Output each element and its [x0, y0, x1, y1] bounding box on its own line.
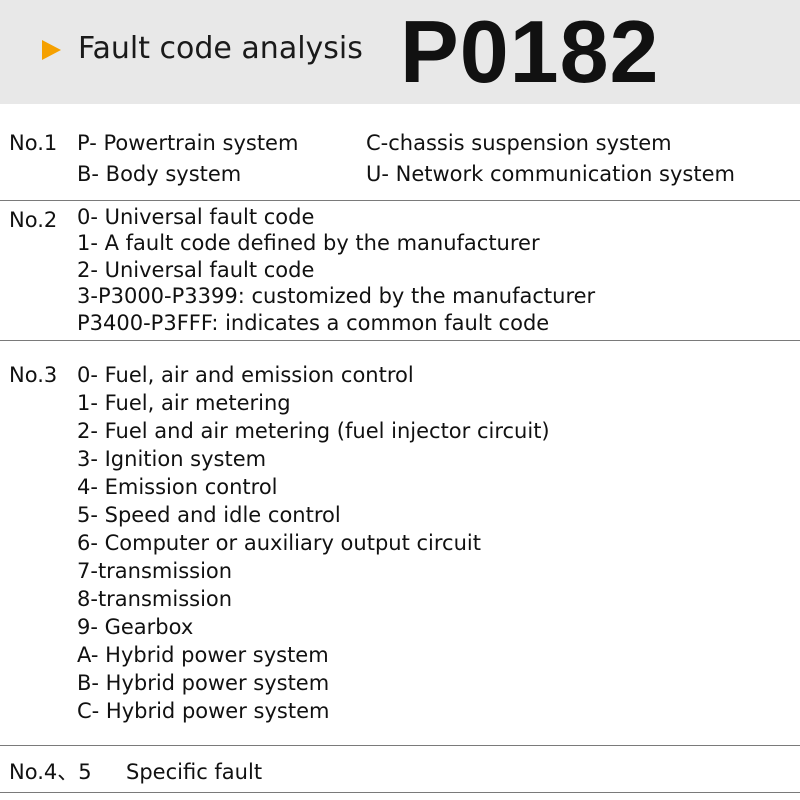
- header-banner: Fault code analysis P0182: [0, 0, 800, 104]
- no3-line: C- Hybrid power system: [77, 699, 330, 723]
- no1-item-network: U- Network communication system: [366, 162, 735, 186]
- header-title: Fault code analysis: [78, 31, 363, 66]
- no2-line: 2- Universal fault code: [77, 258, 315, 282]
- no3-line: 4- Emission control: [77, 475, 278, 499]
- no3-line: B- Hybrid power system: [77, 671, 330, 695]
- section-divider: [0, 340, 800, 341]
- no3-line: 1- Fuel, air metering: [77, 391, 291, 415]
- section-divider: [0, 792, 800, 793]
- no3-line: A- Hybrid power system: [77, 643, 329, 667]
- section-label-no1: No.1: [9, 131, 58, 155]
- section-label-no2: No.2: [9, 208, 58, 232]
- section-divider: [0, 745, 800, 746]
- no2-line: P3400-P3FFF: indicates a common fault co…: [77, 311, 550, 335]
- no1-item-body: B- Body system: [77, 162, 242, 186]
- no3-line: 5- Speed and idle control: [77, 503, 341, 527]
- no2-line: 1- A fault code defined by the manufactu…: [77, 231, 540, 255]
- fault-code: P0182: [400, 2, 660, 101]
- play-arrow-icon: [42, 40, 61, 60]
- no3-line: 7-transmission: [77, 559, 233, 583]
- no1-item-chassis: C-chassis suspension system: [366, 131, 672, 155]
- section-divider: [0, 200, 800, 201]
- section-label-no3: No.3: [9, 363, 58, 387]
- no3-line: 3- Ignition system: [77, 447, 267, 471]
- no3-line: 8-transmission: [77, 587, 233, 611]
- no3-line: 0- Fuel, air and emission control: [77, 363, 414, 387]
- no2-line: 0- Universal fault code: [77, 205, 315, 229]
- no3-line: 2- Fuel and air metering (fuel injector …: [77, 419, 550, 443]
- no1-item-powertrain: P- Powertrain system: [77, 131, 299, 155]
- section-label-no45: No.4、5: [9, 760, 92, 784]
- no2-line: 3-P3000-P3399: customized by the manufac…: [77, 284, 596, 308]
- no45-line: Specific fault: [126, 760, 263, 784]
- no3-line: 9- Gearbox: [77, 615, 194, 639]
- no3-line: 6- Computer or auxiliary output circuit: [77, 531, 481, 555]
